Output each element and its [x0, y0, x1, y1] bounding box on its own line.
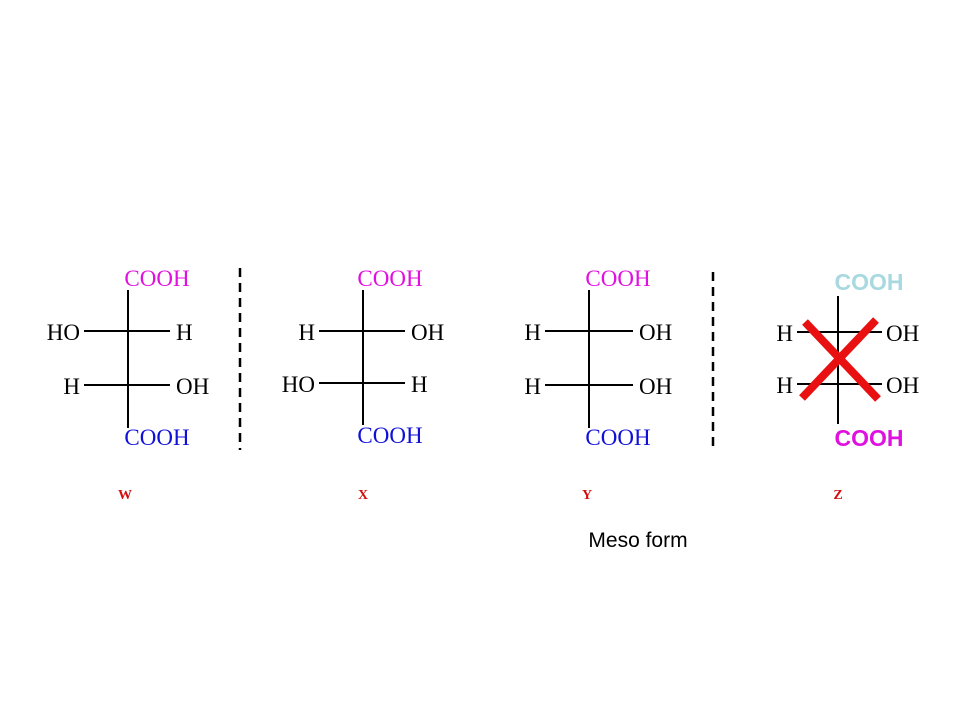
row2-right-x: H	[411, 372, 428, 397]
structure-w: COOH HO H H OH COOH W	[47, 266, 209, 503]
row2-right-y: OH	[639, 374, 672, 399]
structure-x: COOH H OH HO H COOH X	[282, 266, 444, 503]
row1-right-w: H	[176, 320, 193, 345]
top-group-x: COOH	[357, 266, 422, 291]
bottom-group-w: COOH	[124, 425, 189, 450]
bottom-group-x: COOH	[357, 423, 422, 448]
top-group-w: COOH	[124, 266, 189, 291]
row2-left-z: H	[776, 373, 793, 398]
bottom-group-z: COOH	[835, 425, 904, 451]
label-z: Z	[833, 488, 842, 503]
row1-right-y: OH	[639, 320, 672, 345]
structure-y: COOH H OH H OH COOH Y	[524, 266, 672, 503]
row1-left-y: H	[524, 320, 541, 345]
bottom-group-y: COOH	[585, 425, 650, 450]
row1-left-w: HO	[47, 320, 80, 345]
row2-right-z: OH	[886, 373, 919, 398]
label-y: Y	[582, 488, 592, 503]
row1-left-z: H	[776, 321, 793, 346]
row2-left-x: HO	[282, 372, 315, 397]
top-group-z: COOH	[835, 269, 904, 295]
row1-left-x: H	[298, 320, 315, 345]
structure-z: COOH H OH H OH COOH Z	[776, 269, 919, 503]
meso-form-note: Meso form	[588, 529, 687, 552]
row2-left-y: H	[524, 374, 541, 399]
row1-right-z: OH	[886, 321, 919, 346]
row2-left-w: H	[63, 374, 80, 399]
label-w: W	[118, 488, 132, 503]
cross-out-mark-b	[802, 319, 881, 402]
row1-right-x: OH	[411, 320, 444, 345]
top-group-y: COOH	[585, 266, 650, 291]
row2-right-w: OH	[176, 374, 209, 399]
label-x: X	[358, 488, 368, 503]
